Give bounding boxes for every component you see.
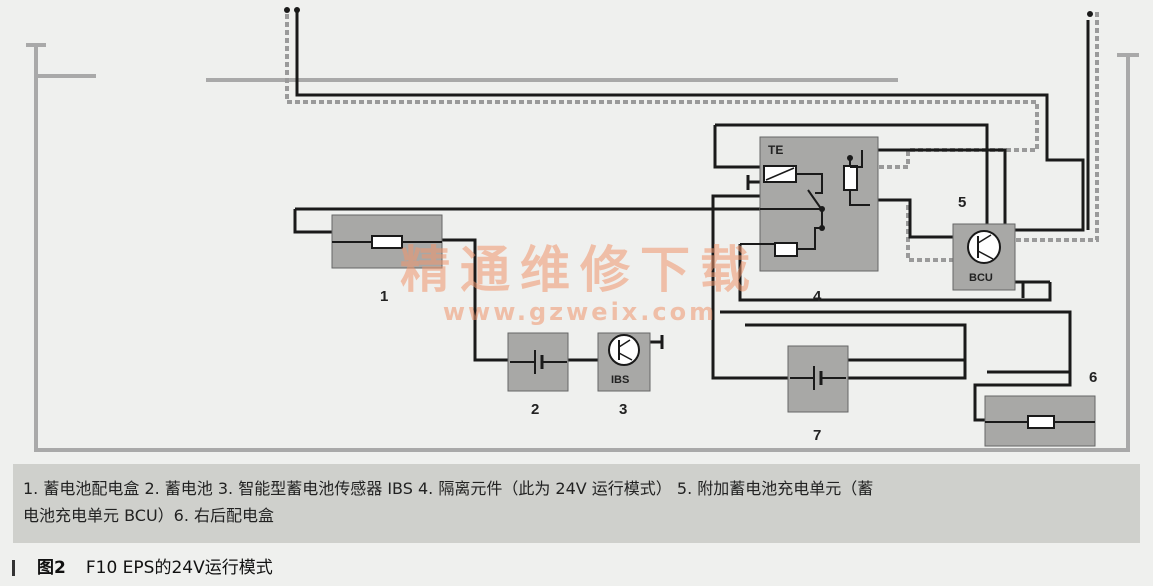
component-7-number: 7 xyxy=(813,427,821,444)
fuse-icon xyxy=(843,165,858,191)
component-1-battery-distribution-box: 1 xyxy=(331,214,443,305)
component-2-battery: 2 xyxy=(507,332,569,418)
component-3-number: 3 xyxy=(619,401,627,418)
component-6-number: 6 xyxy=(1089,369,1097,386)
transistor-icon xyxy=(967,230,1001,264)
component-5-number: 5 xyxy=(958,194,966,211)
circuit-diagram: 1 2 IBS 3 TE xyxy=(26,7,1139,452)
component-3-ibs-sensor: IBS 3 xyxy=(597,332,651,418)
component-6-rear-right-distribution-box: 6 xyxy=(984,369,1097,447)
legend-line-2: 电池充电单元 BCU）6. 右后配电盒 xyxy=(23,506,275,525)
component-5-text: BCU xyxy=(969,272,993,284)
figure-title: 图2 F10 EPS的24V运行模式 xyxy=(12,556,273,580)
fuse-icon xyxy=(774,242,798,257)
figure-label: 图2 xyxy=(37,558,66,578)
fuse-icon xyxy=(1027,415,1055,429)
component-5-bcu: BCU 5 xyxy=(952,194,1016,291)
component-3-text: IBS xyxy=(611,374,629,386)
ground-lines xyxy=(26,43,1139,452)
component-7-additional-battery: 7 xyxy=(787,345,849,444)
legend-line-1: 1. 蓄电池配电盒 2. 蓄电池 3. 智能型蓄电池传感器 IBS 4. 隔离元… xyxy=(23,479,874,498)
fuse-icon xyxy=(371,235,403,249)
component-4-text: TE xyxy=(768,143,783,157)
legend-box: 1. 蓄电池配电盒 2. 蓄电池 3. 智能型蓄电池传感器 IBS 4. 隔离元… xyxy=(13,464,1140,543)
transistor-icon xyxy=(608,334,640,366)
component-2-number: 2 xyxy=(531,401,539,418)
component-1-number: 1 xyxy=(380,288,388,305)
component-4-number: 4 xyxy=(813,288,822,305)
component-4-isolation-element: TE 4 xyxy=(740,136,879,305)
figure-title-text: F10 EPS的24V运行模式 xyxy=(85,558,273,578)
dashed-wire xyxy=(285,12,1099,262)
title-bar-icon xyxy=(12,560,15,576)
